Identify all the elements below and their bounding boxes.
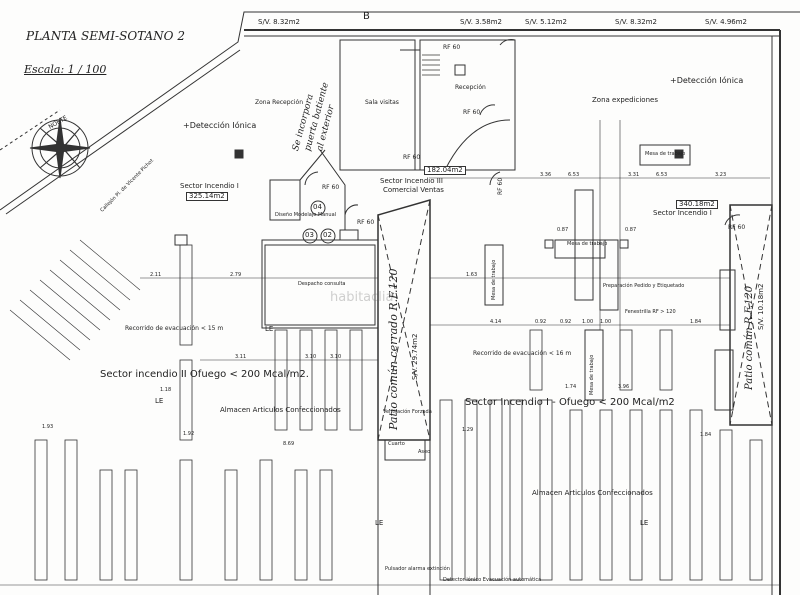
note-recorrido-left: Recorrido de evacuación < 15 m: [125, 325, 224, 332]
dim: 1.84: [700, 432, 712, 438]
door-number: 04: [313, 203, 322, 211]
stairs: [422, 54, 440, 76]
dim: 1.18: [160, 387, 172, 393]
note-fenestra: Fenestrilla RF > 120: [625, 309, 676, 315]
room-cuarto: Cuarto: [388, 441, 405, 447]
dim: 1.93: [42, 424, 54, 430]
note-sector-1-left: Sector Incendio I: [180, 182, 239, 190]
section-mark: B: [363, 11, 370, 22]
room-recepcion: Recepción: [455, 84, 486, 91]
door-number: 02: [323, 231, 332, 239]
note-deteccion-right: +Detección Iónica: [670, 76, 744, 85]
note-comercial: Comercial Ventas: [383, 186, 444, 194]
sv-label: S/V. 8.32m2: [258, 18, 300, 26]
room-zona-expediciones: Zona expediciones: [592, 96, 658, 104]
room-mesa-trabajo: Mesa de trabajo: [567, 241, 608, 247]
dim: 3.31: [628, 172, 640, 178]
dim: 6.53: [656, 172, 668, 178]
sv-label: S/V. 5.12m2: [525, 18, 567, 26]
room-almacen: Almacen Articulos Confeccionados: [220, 406, 341, 414]
dim: 1.00: [582, 319, 594, 325]
sv-label: S/V. 8.32m2: [615, 18, 657, 26]
dim: 0.87: [625, 227, 637, 233]
rf-label: RF 60: [497, 177, 504, 195]
le-mark: LE: [265, 325, 274, 333]
patio-sv-right: S/V. 10.18m2: [757, 283, 765, 330]
room-zona-recepcion: Zona Recepción: [255, 99, 303, 106]
dim: 3.10: [330, 354, 342, 360]
dim: 4.14: [490, 319, 502, 325]
dim: 3.36: [540, 172, 552, 178]
room-mesa-trabajo: Mesa de trabajo: [589, 354, 595, 395]
rf-label: RF 60: [463, 109, 481, 116]
note-sector-1-right: Sector Incendio I: [653, 209, 712, 217]
patio-comun-right: [729, 204, 773, 426]
dim: 0.92: [535, 319, 547, 325]
dim: 1.84: [690, 319, 702, 325]
note-deteccion-left: +Detección Iónica: [183, 121, 257, 130]
plan-title: PLANTA SEMI-SOTANO 2: [26, 29, 185, 43]
dim: 3.10: [305, 354, 317, 360]
dim: 2.79: [230, 272, 242, 278]
area-box: 325.14m2: [186, 192, 228, 201]
west-wall: [0, 11, 800, 211]
dim: 8.69: [283, 441, 295, 447]
note-sector-3: Sector Incendio III: [380, 177, 443, 185]
door-number: 03: [305, 231, 314, 239]
area-box: 182.04m2: [424, 166, 466, 175]
patio-sv: S/V. 29.74m2: [411, 333, 419, 380]
legend-detector: Detector iónico Evacuación automática: [443, 577, 542, 583]
room-mesa-trabajo: Mesa de trabajo: [491, 259, 497, 300]
rf-label: RF 60: [322, 184, 340, 191]
dim: 0.92: [560, 319, 572, 325]
room-despacho: Despacho consulta: [298, 281, 346, 287]
dim: 6.53: [568, 172, 580, 178]
room-preparacion: Preparación Pedido y Etiquetado: [603, 283, 685, 289]
dim: 1.00: [600, 319, 612, 325]
note-recorrido-right: Recorrido de evacuación < 16 m: [473, 350, 572, 357]
rf-label: RF 60: [357, 219, 375, 226]
rf-label: RF 60: [443, 44, 461, 51]
room-ventilacion: Ventilación Forzada: [383, 409, 432, 415]
dim: 1.74: [565, 384, 577, 390]
note-sector-1-bottom: Sector Incendio I - Ofuego < 200 Mcal/m2: [465, 397, 675, 408]
patio-label-right: Patio común R.F.120: [744, 285, 755, 390]
sv-label: S/V. 4.96m2: [705, 18, 747, 26]
rf-label: RF 60: [403, 154, 421, 161]
dim: 0.87: [557, 227, 569, 233]
dim: 1.63: [466, 272, 478, 278]
note-sector-2: Sector incendio II Ofuego < 200 Mcal/m2.: [100, 369, 309, 380]
le-mark: LE: [155, 397, 164, 405]
le-mark: LE: [375, 519, 384, 527]
dim: 3.96: [618, 384, 630, 390]
dim: 3.23: [715, 172, 727, 178]
dim: 1.92: [183, 431, 195, 437]
recepcion-room: [419, 39, 516, 171]
room-sala-visitas: Sala visitas: [365, 99, 399, 106]
dim: 3.11: [235, 354, 247, 360]
watermark: habitaclia: [330, 290, 394, 305]
room-disenio: Diseño Modelaje Manual: [275, 212, 337, 218]
compass-rose: [29, 117, 91, 179]
sv-label: S/V. 3.58m2: [460, 18, 502, 26]
rf-label: RF 60: [728, 224, 746, 231]
west-wall-inner: [5, 49, 241, 215]
legend-pulsador: Pulsador alarma extinción: [385, 566, 450, 572]
room-aseo: Aseo: [418, 449, 431, 455]
le-mark: LE: [640, 519, 649, 527]
area-box: 340.18m2: [676, 200, 718, 209]
room-mesa-trabajo: Mesa de trabajo: [645, 151, 686, 157]
plan-scale: Escala: 1 / 100: [24, 63, 107, 76]
room-almacen: Almacen Articulos Confeccionados: [532, 489, 653, 497]
storage-racks-right: [439, 329, 763, 581]
dim: 2.11: [150, 272, 162, 278]
despacho-room: [264, 244, 376, 326]
dim: 1.29: [462, 427, 474, 433]
